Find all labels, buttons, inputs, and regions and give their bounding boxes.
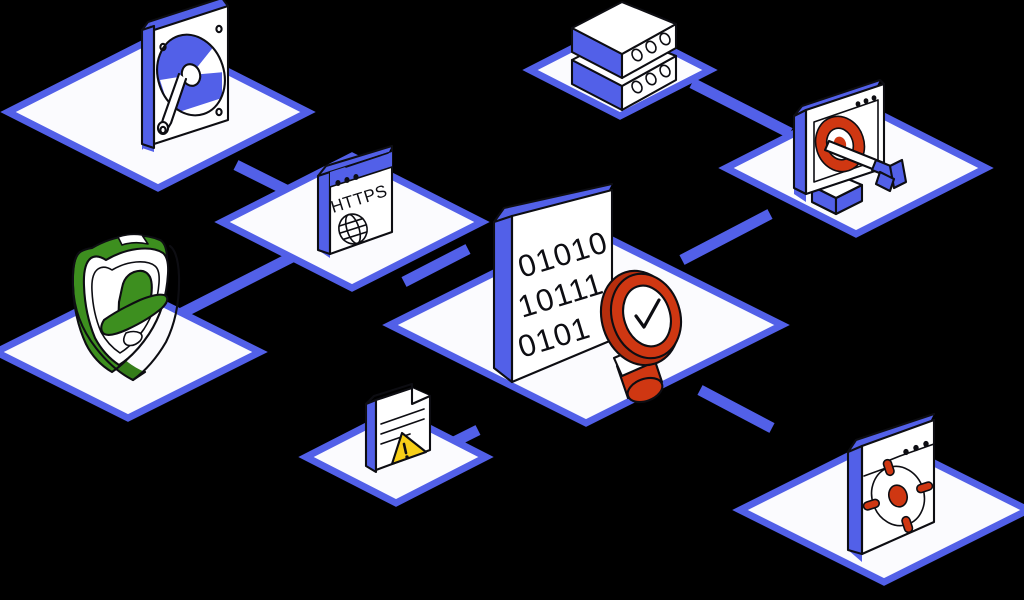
check-icon	[634, 298, 661, 329]
node-binary-scan[interactable]: 01010 10111 0101	[492, 182, 692, 406]
node-server-stack[interactable]	[570, 0, 678, 112]
node-crosshair-window[interactable]	[846, 412, 944, 562]
server-stack-icon	[570, 0, 678, 112]
node-monitor-target[interactable]	[792, 78, 908, 216]
node-shield-alert[interactable]	[71, 233, 181, 382]
connector-https-to-shield	[179, 248, 303, 318]
monitor-dots	[855, 95, 877, 107]
https-browser-icon: HTTPS	[316, 144, 394, 258]
window-dots	[903, 440, 929, 456]
warning-triangle-icon	[390, 431, 428, 466]
node-hard-drive[interactable]	[140, 0, 235, 152]
document-warning-icon	[364, 382, 432, 474]
browser-dots	[335, 174, 359, 186]
node-document-warning[interactable]	[364, 382, 432, 474]
magnifier-icon	[599, 269, 683, 404]
connector-binary-to-crosshair	[697, 385, 775, 433]
crosshair-window-icon	[846, 412, 936, 562]
shield-bell-icon	[71, 233, 181, 382]
server-lights-top	[631, 32, 671, 62]
monitor-target-icon	[792, 78, 908, 216]
connector-https-to-binary	[401, 244, 471, 287]
hard-drive-icon	[140, 0, 230, 152]
crosshair-reticle-icon	[862, 458, 934, 534]
node-https-browser[interactable]: HTTPS	[316, 144, 394, 258]
server-lights-bottom	[631, 64, 671, 94]
binary-card-magnifier-icon: 01010 10111 0101	[492, 182, 683, 404]
bell-icon	[100, 269, 169, 347]
globe-icon	[338, 213, 368, 245]
connector-server-to-monitor	[689, 78, 793, 138]
connector-group	[179, 78, 793, 457]
connector-monitor-to-binary	[679, 209, 773, 265]
dart-icon	[823, 139, 908, 193]
